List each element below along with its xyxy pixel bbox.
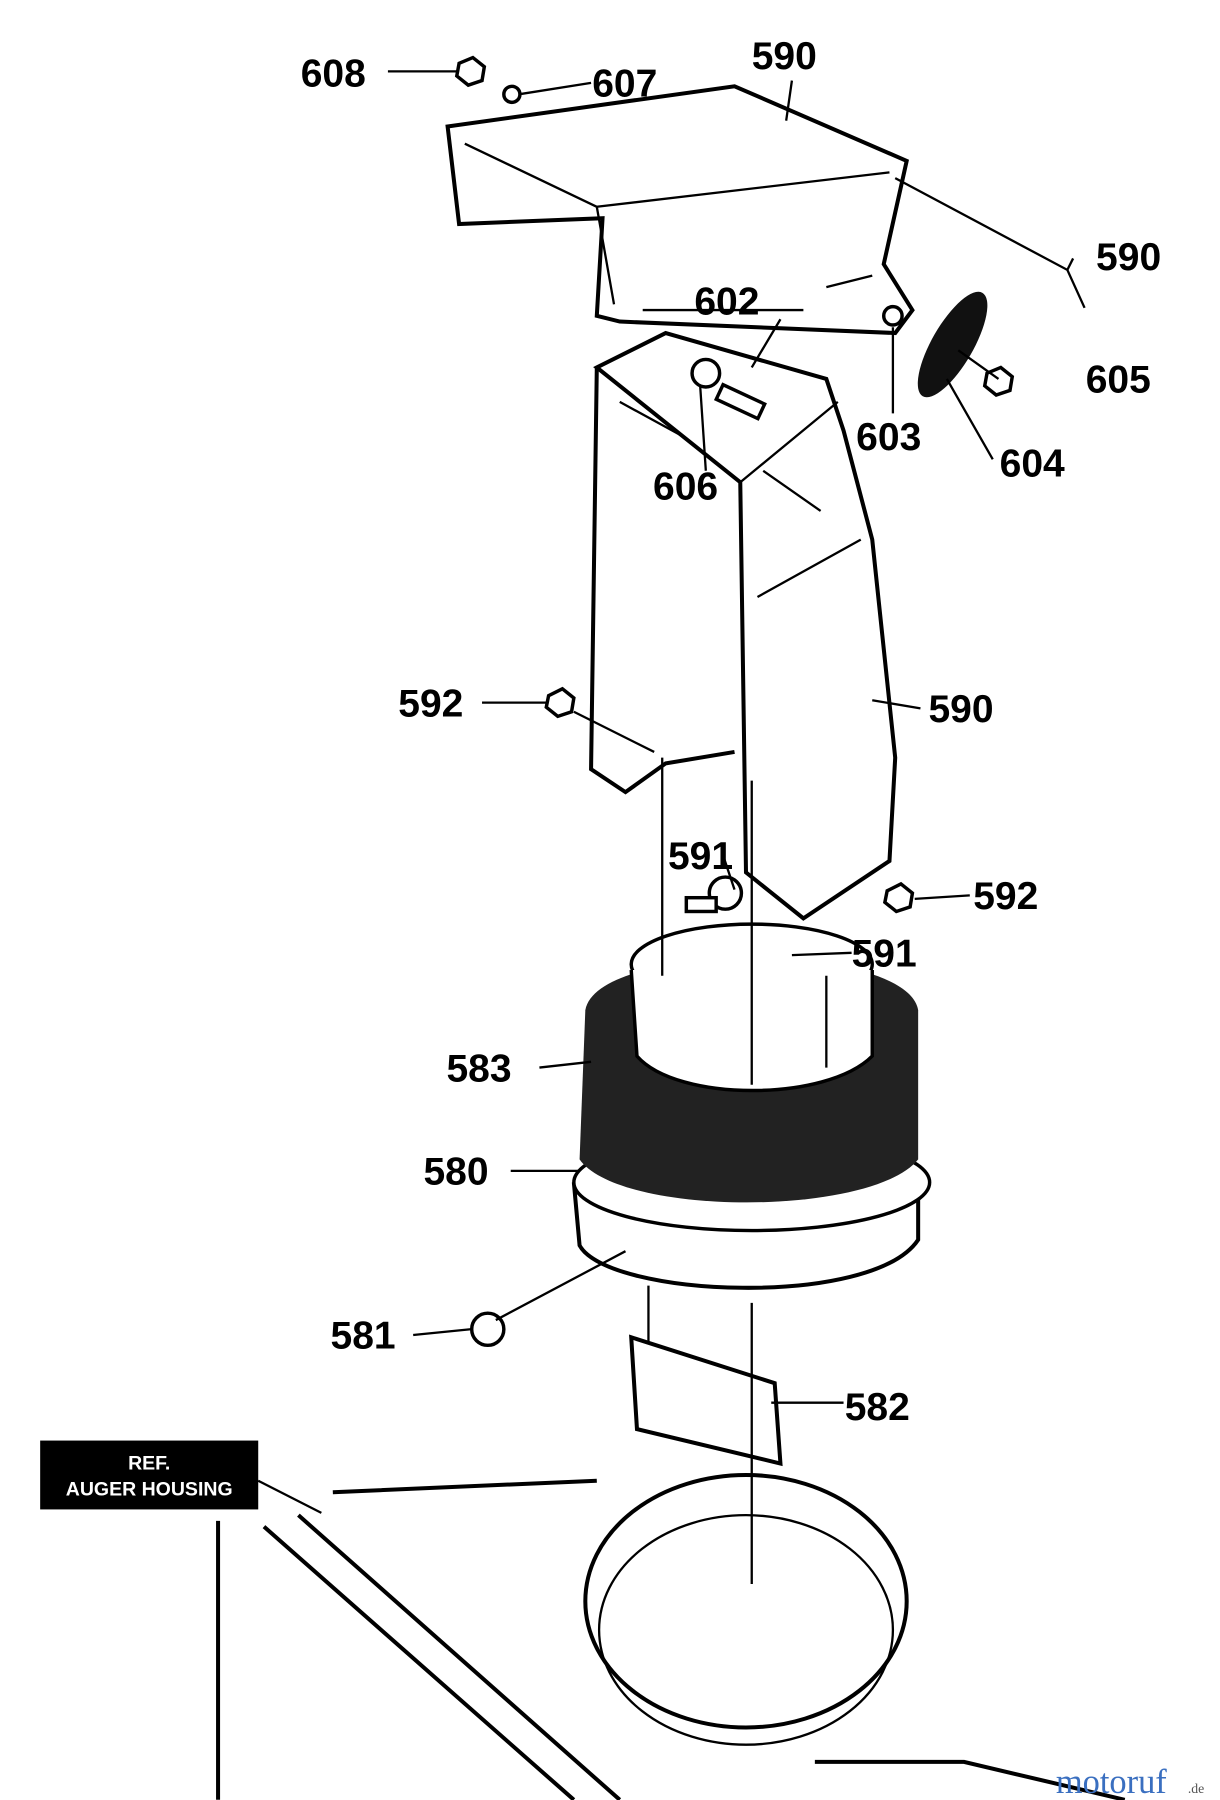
nut-592-right xyxy=(882,881,915,914)
callout-592-right: 592 xyxy=(973,875,1038,918)
callout-583: 583 xyxy=(446,1047,511,1090)
nut-592-left xyxy=(544,686,576,719)
callout-labels: 608 607 590 590 602 605 603 604 606 592 … xyxy=(301,35,1161,1429)
callout-608: 608 xyxy=(301,52,366,95)
lower-chute xyxy=(589,330,898,921)
watermark: motoruf .de xyxy=(1056,1763,1204,1800)
leader-lines xyxy=(387,70,1075,1585)
callout-602: 602 xyxy=(694,281,759,324)
callout-605: 605 xyxy=(1086,359,1151,402)
callout-606: 606 xyxy=(653,465,718,508)
shield-582 xyxy=(629,1334,783,1467)
callout-590-chute: 590 xyxy=(928,688,993,731)
callout-603: 603 xyxy=(856,416,921,459)
callout-604: 604 xyxy=(1000,443,1065,486)
deflector-rod xyxy=(894,177,1086,309)
callout-582: 582 xyxy=(845,1386,910,1429)
callout-592-left: 592 xyxy=(398,682,463,725)
callout-590-rod: 590 xyxy=(1096,236,1161,279)
callout-591-b: 591 xyxy=(852,933,917,976)
reference-box: REF. AUGER HOUSING xyxy=(40,1440,322,1514)
svg-text:.de: .de xyxy=(1188,1781,1204,1796)
chute-deflector xyxy=(445,84,915,336)
callout-607: 607 xyxy=(592,63,657,106)
callout-580: 580 xyxy=(423,1151,488,1194)
auger-housing xyxy=(216,1472,1126,1800)
callout-591-a: 591 xyxy=(668,835,733,878)
callout-590-top: 590 xyxy=(752,35,817,78)
svg-text:motoruf: motoruf xyxy=(1056,1763,1167,1800)
screw-581 xyxy=(469,1311,506,1348)
callout-581: 581 xyxy=(331,1315,396,1358)
svg-text:AUGER HOUSING: AUGER HOUSING xyxy=(66,1479,233,1501)
svg-text:REF.: REF. xyxy=(128,1452,170,1474)
